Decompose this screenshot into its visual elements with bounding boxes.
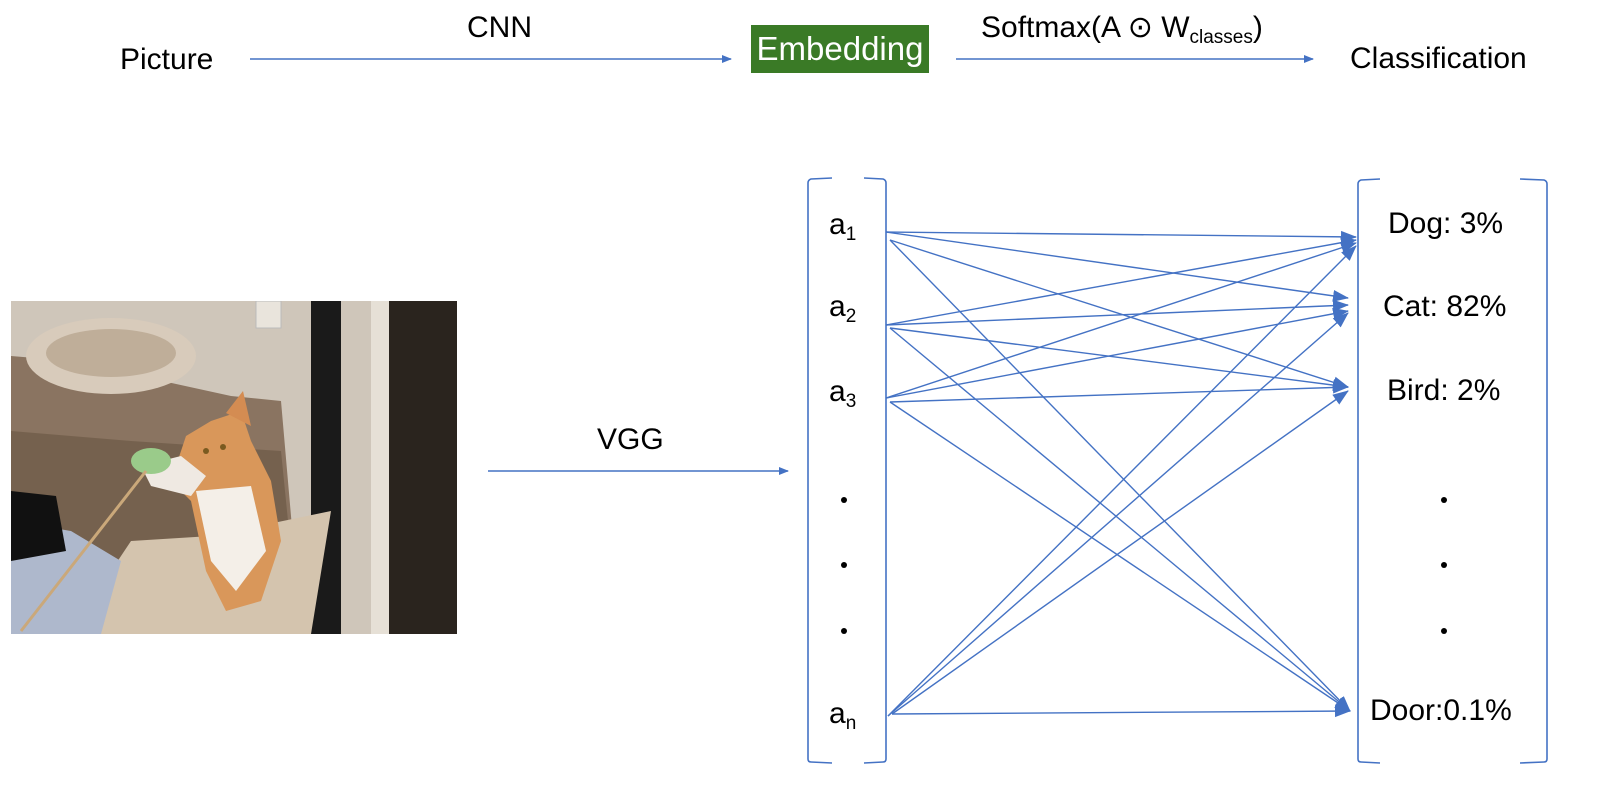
entry-base: a	[829, 290, 846, 323]
connection-a3-to-bird	[889, 381, 1349, 403]
embedding-box: Embedding	[751, 25, 929, 73]
classification-label: Classification	[1350, 42, 1527, 75]
entry-sub: 1	[845, 224, 857, 245]
vector-ellipsis-dot	[841, 628, 847, 634]
cat-photo	[11, 301, 457, 634]
classes-bracket-left	[1357, 178, 1381, 764]
connection-a3-to-dog	[885, 241, 1357, 399]
entry-base: a	[829, 697, 846, 730]
cat-photo-illustration	[11, 301, 457, 634]
connection-a3-to-door	[889, 401, 1351, 712]
connection-a3-to-cat	[885, 307, 1349, 399]
connection-an-to-dog	[887, 245, 1357, 717]
vector-entry-an: an	[829, 697, 856, 735]
vgg-label: VGG	[597, 423, 664, 456]
class-label-bird: Bird: 2%	[1387, 374, 1501, 407]
vector-ellipsis-dot	[841, 497, 847, 503]
entry-base: a	[829, 375, 846, 408]
softmax-label: Softmax(A ⊙ Wclasses)	[981, 11, 1263, 48]
vector-entry-a1: a1	[829, 208, 856, 246]
vector-ellipsis-dot	[841, 562, 847, 568]
connection-a2-to-dog	[885, 236, 1357, 326]
softmax-sub: classes	[1189, 27, 1253, 48]
vector-entry-a2: a2	[829, 290, 856, 328]
cnn-label: CNN	[467, 11, 532, 44]
connection-a1-to-cat	[885, 231, 1349, 302]
picture-label: Picture	[120, 43, 214, 76]
connection-an-to-bird	[891, 390, 1349, 715]
embedding-vector-bracket-left	[807, 177, 833, 764]
connection-a2-to-cat	[885, 299, 1349, 326]
class-label-dog: Dog: 3%	[1388, 207, 1504, 240]
connection-a1-to-dog	[885, 230, 1357, 243]
connection-a1-to-bird	[889, 239, 1349, 389]
classes-bracket-right	[1519, 178, 1548, 764]
softmax-main: Softmax(A ⊙ W	[981, 11, 1190, 44]
connection-an-to-cat	[887, 312, 1349, 717]
connection-a1-to-door	[889, 239, 1351, 712]
entry-sub: 2	[845, 306, 857, 327]
softmax-close: )	[1252, 11, 1263, 44]
class-label-door: Door:0.1%	[1370, 694, 1512, 727]
vector-entry-a3: a3	[829, 375, 856, 413]
connection-a2-to-bird	[889, 327, 1349, 392]
connections	[885, 230, 1357, 718]
classes-ellipsis-dot	[1441, 628, 1447, 634]
entry-sub: 3	[845, 391, 857, 412]
entry-base: a	[829, 208, 846, 241]
connection-a2-to-door	[889, 327, 1351, 712]
class-label-cat: Cat: 82%	[1383, 290, 1507, 323]
entry-sub: n	[845, 713, 857, 734]
connection-an-to-door	[891, 705, 1351, 718]
classes-ellipsis-dot	[1441, 497, 1447, 503]
embedding-vector-bracket-right	[863, 177, 887, 764]
classes-ellipsis-dot	[1441, 562, 1447, 568]
